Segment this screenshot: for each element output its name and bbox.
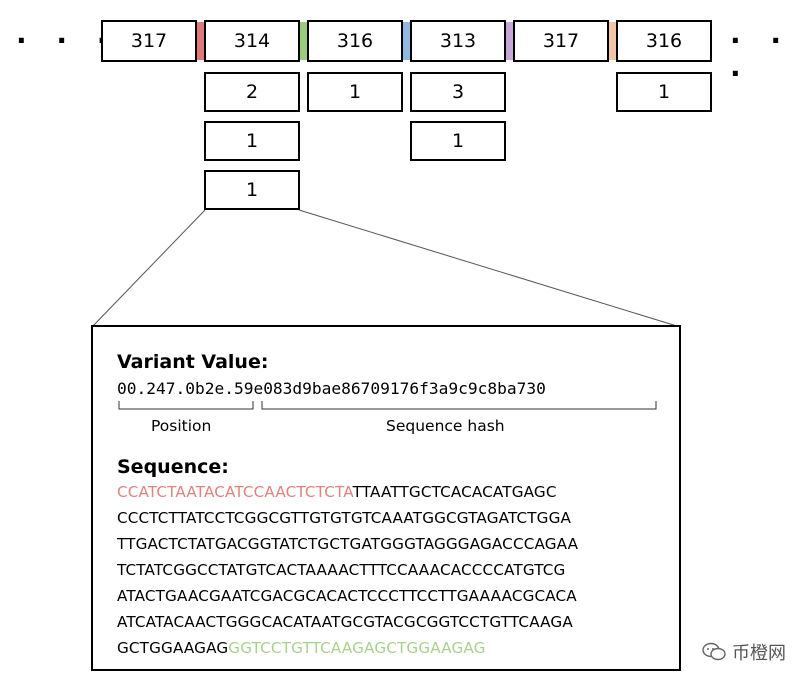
wechat-icon (702, 642, 726, 661)
zoom-line-right (298, 209, 681, 328)
position-bracket (118, 401, 254, 410)
watermark: 币橙网 (702, 639, 786, 665)
watermark-text: 币橙网 (732, 643, 786, 664)
sequence-prefix-highlight: CCATCTAATACATCCAACTCTCTA (117, 483, 353, 501)
sequence-line: CCCTCTTATCCTCGGCGTTGTGTGTCAAATGGCGTAGATC… (117, 509, 572, 527)
sequence-line: ATCATACAACTGGGCACATAATGCGTACGCGGTCCTGTTC… (117, 613, 573, 631)
variant-count-box: 2 (204, 72, 300, 112)
sequence-line: GCTGGAAGAGGGTCCTGTTCAAGAGCTGGAAGAG (117, 639, 486, 657)
zoom-line-left (91, 209, 206, 328)
sequence-text: TTAATTGCTCACACATGAGC (352, 483, 557, 501)
sequence-suffix-highlight: GGTCCTGTTCAAGAGCTGGAAGAG (228, 639, 486, 657)
sequence-text: GCTGGAAGAG (117, 639, 229, 657)
variant-value: 00.247.0b2e.59e083d9bae86709176f3a9c9c8b… (117, 379, 546, 398)
ellipsis-right: · · · (730, 24, 792, 90)
chain-block-2: 314 (204, 20, 300, 62)
chain-block-6: 316 (616, 20, 712, 62)
separator-1 (197, 22, 204, 60)
variant-detail-panel: Variant Value: 00.247.0b2e.59e083d9bae86… (91, 325, 681, 671)
sequence-line: CCATCTAATACATCCAACTCTCTATTAATTGCTCACACAT… (117, 483, 557, 501)
sequence-line: TTGACTCTATGACGGTATCTGCTGATGGGTAGGGAGACCC… (117, 535, 579, 553)
separator-4 (506, 22, 513, 60)
sequence-line: TCTATCGGCCTATGTCACTAAAACTTTCCAAACACCCCAT… (117, 561, 566, 579)
chain-block-1: 317 (101, 20, 197, 62)
variant-count-box: 3 (410, 72, 506, 112)
brackets (118, 401, 657, 410)
chain-block-5: 317 (513, 20, 609, 62)
variant-position-part: 00.247.0b2e. (117, 379, 234, 398)
variant-count-box: 1 (204, 121, 300, 161)
variant-count-box: 1 (616, 72, 712, 112)
sequence-hash-label: Sequence hash (386, 417, 505, 435)
separator-5 (609, 22, 616, 60)
variant-value-heading: Variant Value: (117, 351, 269, 373)
separator-3 (403, 22, 410, 60)
separator-2 (300, 22, 307, 60)
variant-hash-part: 59e083d9bae86709176f3a9c9c8ba730 (233, 379, 546, 398)
variant-count-box: 1 (410, 121, 506, 161)
position-label: Position (151, 417, 212, 435)
variant-count-box: 1 (307, 72, 403, 112)
chain-block-3: 316 (307, 20, 403, 62)
sequence-heading: Sequence: (117, 456, 229, 478)
hash-bracket (261, 401, 657, 410)
chain-block-4: 313 (410, 20, 506, 62)
sequence-line: ATACTGAACGAATCGACGCACACTCCCTTCCTTGAAAACG… (117, 587, 577, 605)
ellipsis-left: · · · (16, 24, 118, 57)
variant-count-box-selected[interactable]: 1 (204, 170, 300, 210)
